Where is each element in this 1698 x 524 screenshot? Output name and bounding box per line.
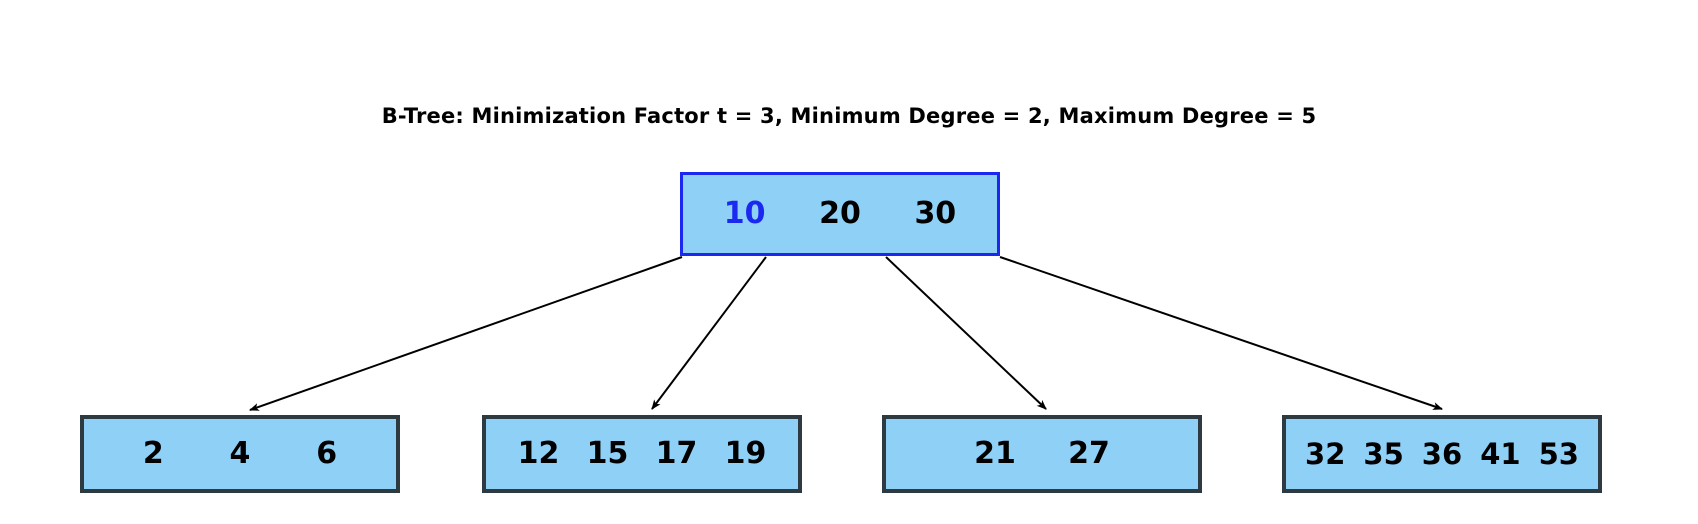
root-node[interactable]: 10 20 30 [680, 172, 1000, 256]
edge-root-to-leaf-1 [249, 256, 683, 411]
leaf-2-key-2: 17 [655, 436, 698, 471]
leaf-4-key-1: 35 [1363, 436, 1404, 471]
leaf-4-key-3: 41 [1480, 436, 1521, 471]
leaf-1-key-0: 2 [142, 436, 164, 471]
edge-root-to-leaf-4 [999, 256, 1443, 410]
leaf-4-key-4: 53 [1538, 436, 1579, 471]
leaf-node-1[interactable]: 2 4 6 [80, 415, 400, 493]
leaf-node-2[interactable]: 12 15 17 19 [482, 415, 802, 493]
leaf-2-key-3: 19 [724, 436, 767, 471]
diagram-title: B-Tree: Minimization Factor t = 3, Minim… [381, 104, 1317, 128]
leaf-4-key-2: 36 [1421, 436, 1463, 471]
edge-root-to-leaf-3 [885, 256, 1047, 410]
edge-root-to-leaf-2 [651, 256, 767, 410]
root-key-1: 20 [819, 196, 861, 231]
leaf-node-3[interactable]: 21 27 [882, 415, 1202, 493]
leaf-node-4[interactable]: 32 35 36 41 53 [1282, 415, 1602, 493]
root-key-2: 30 [914, 196, 957, 231]
root-key-0: 10 [723, 196, 766, 231]
leaf-2-key-1: 15 [586, 436, 629, 471]
leaf-1-key-1: 4 [229, 436, 251, 471]
leaf-4-key-0: 32 [1305, 436, 1346, 471]
leaf-3-key-0: 21 [974, 436, 1016, 471]
leaf-3-key-1: 27 [1068, 436, 1110, 471]
leaf-2-key-0: 12 [517, 436, 560, 471]
leaf-1-key-2: 6 [316, 436, 338, 471]
